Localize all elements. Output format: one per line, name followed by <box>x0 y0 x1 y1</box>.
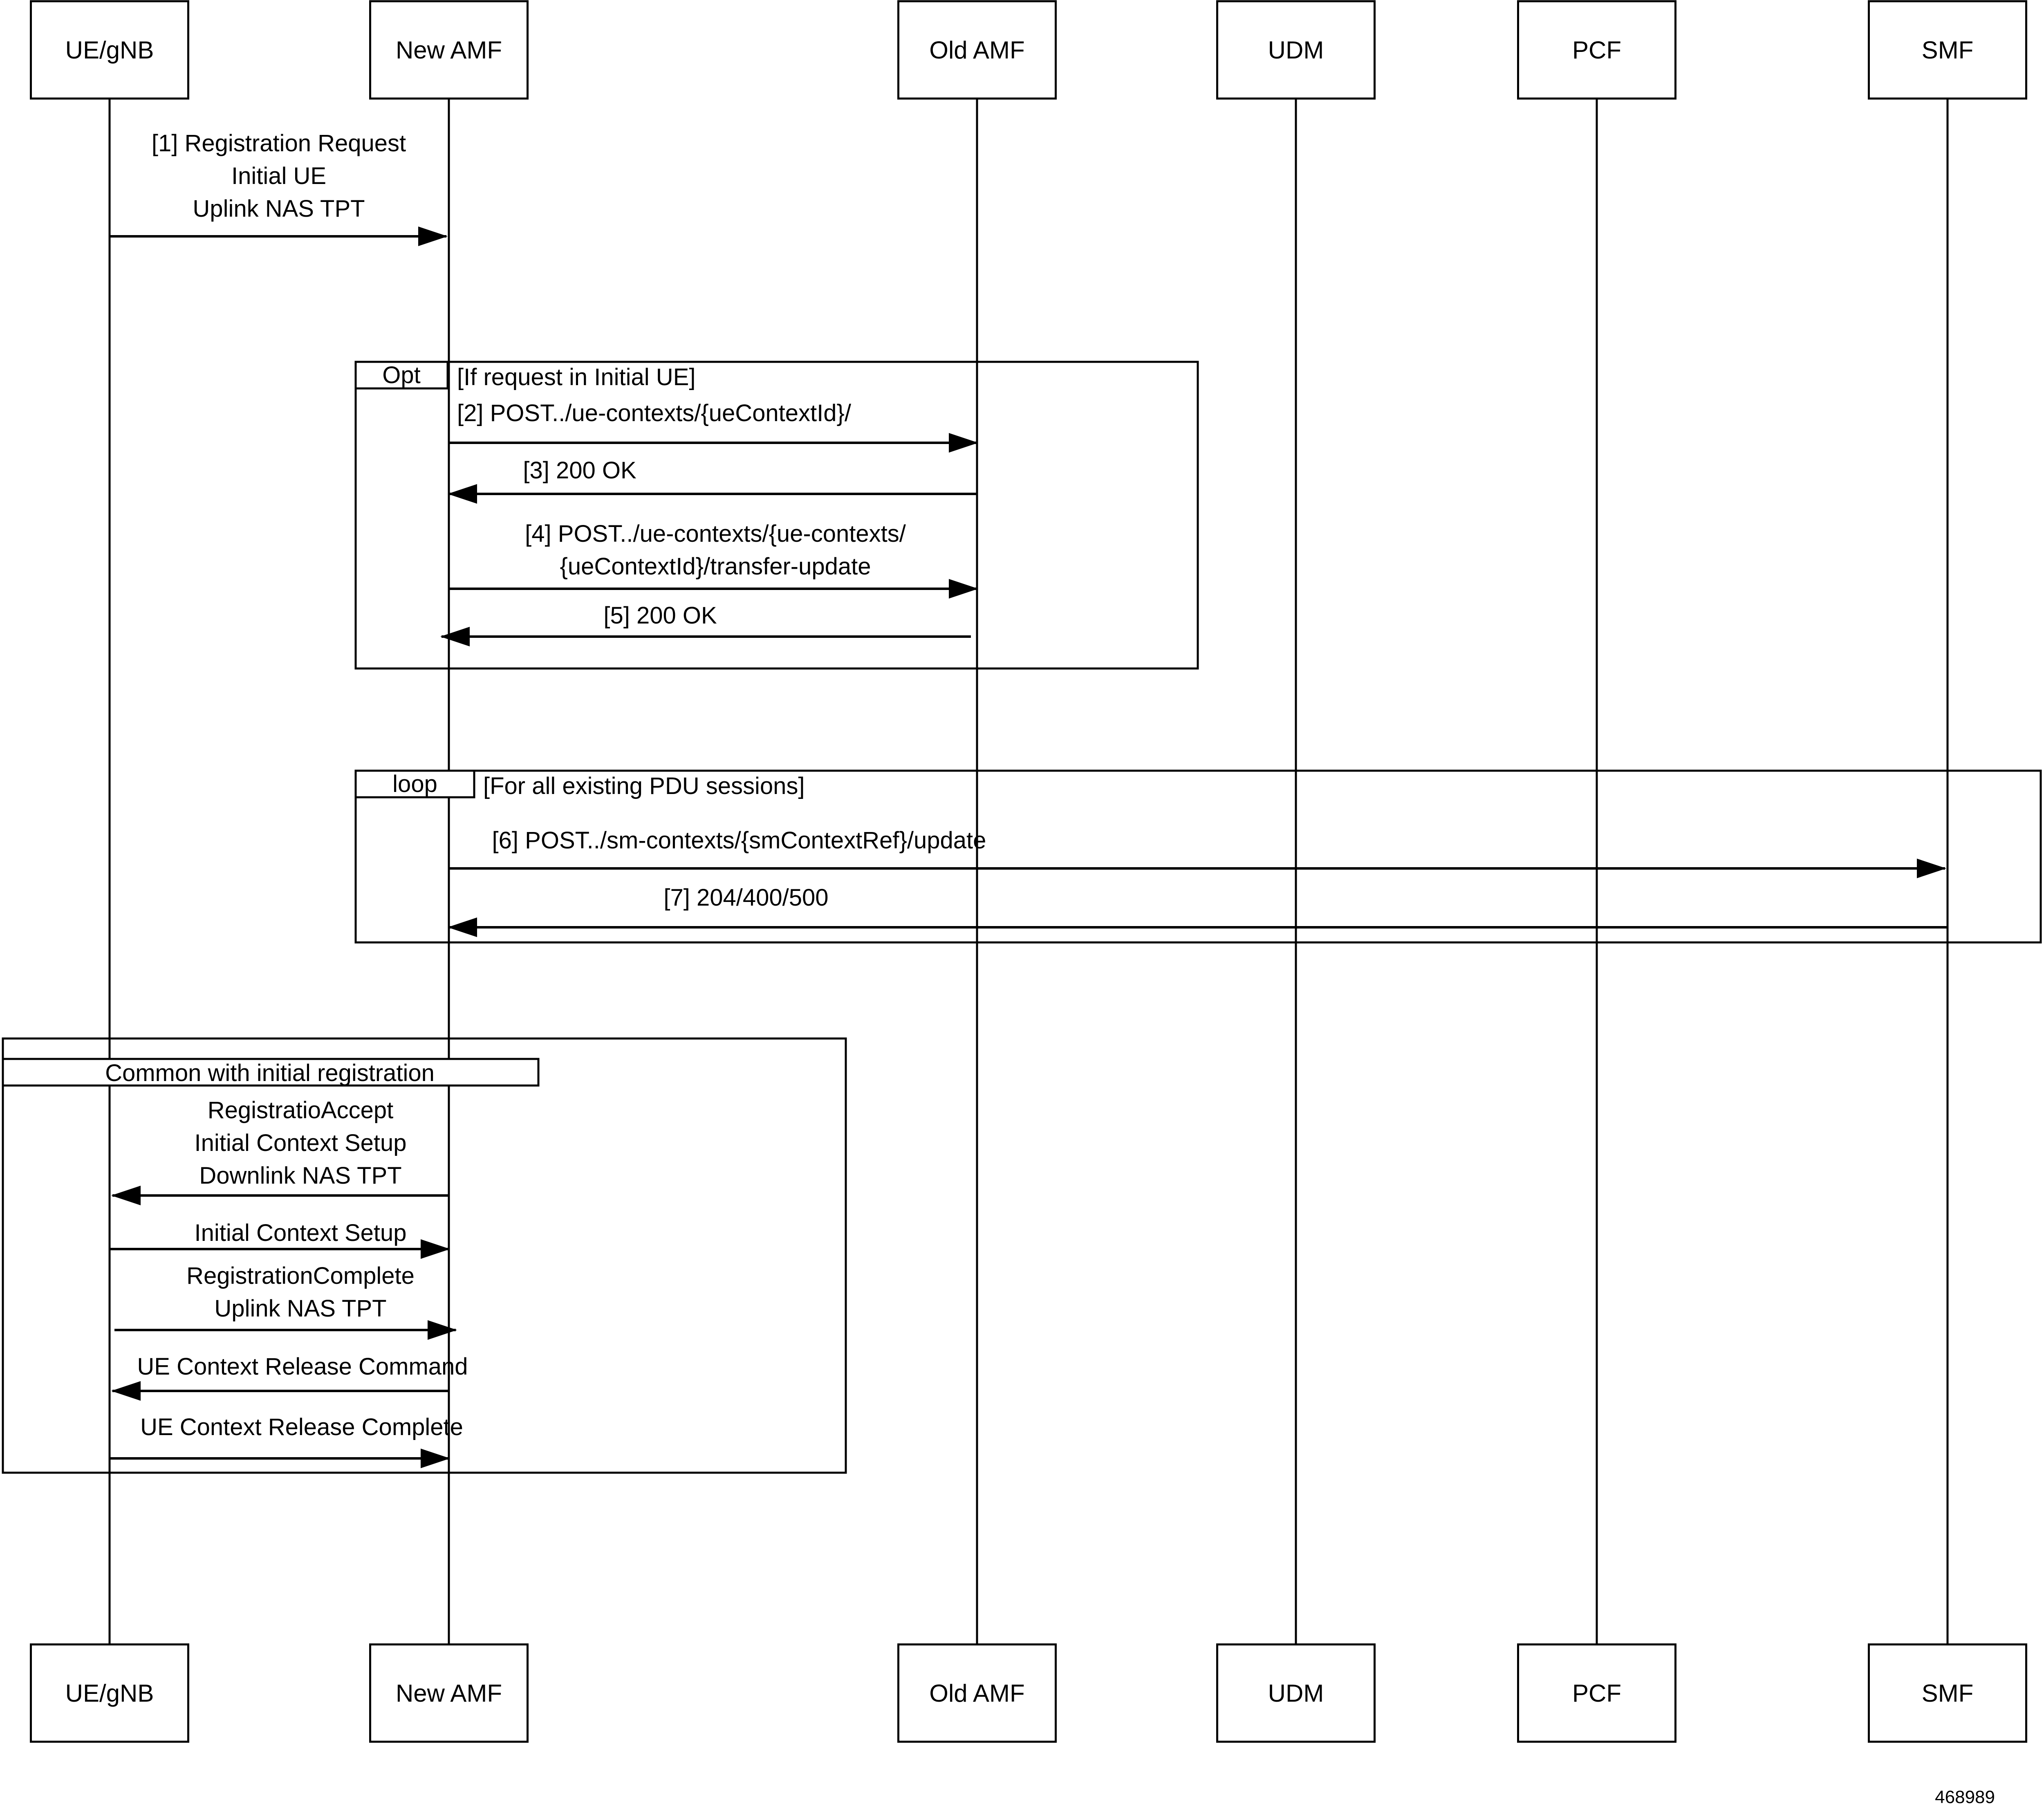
message-label: UE Context Release Command <box>137 1353 468 1380</box>
message-label: Uplink NAS TPT <box>214 1295 386 1322</box>
fragment-loop-guard: [For all existing PDU sessions] <box>483 773 805 799</box>
message-label: [3] 200 OK <box>523 457 637 484</box>
message-label: [6] POST../sm-contexts/{smContextRef}/up… <box>492 827 986 854</box>
participant-label: UE/gNB <box>65 36 154 64</box>
participant-label: PCF <box>1572 1680 1621 1707</box>
participant-box <box>1868 0 2027 100</box>
participant-label: UDM <box>1268 36 1324 64</box>
fragment-opt-border <box>354 361 1199 670</box>
fragment-opt: Opt [If request in Initial UE] <box>354 361 1199 670</box>
participant-udm-bottom: UDM <box>1216 1643 1376 1743</box>
message-label: Uplink NAS TPT <box>193 195 365 222</box>
message-label: [5] 200 OK <box>603 602 717 629</box>
message-m2: [2] POST../ue-contexts/{ueContextId}/ <box>449 400 978 453</box>
participant-heads: UE/gNB UE/gNB New AMF New AMF Old AMF Old AMF… <box>30 0 2027 1743</box>
participant-label: PCF <box>1572 36 1621 64</box>
message-label: UE Context Release Complete <box>140 1414 463 1440</box>
fragment-loop-border <box>354 769 2042 944</box>
message-m6: [6] POST../sm-contexts/{smContextRef}/up… <box>449 827 1946 878</box>
participant-smf-top: SMF <box>1868 0 2027 100</box>
participant-oldamf-bottom: Old AMF <box>897 1643 1057 1743</box>
participant-label: SMF <box>1922 36 1974 64</box>
participant-box <box>369 1643 529 1743</box>
message-label: [1] Registration Request <box>152 130 406 157</box>
message-label: [7] 204/400/500 <box>663 884 828 911</box>
message-label: Initial Context Setup <box>194 1220 406 1246</box>
participant-box <box>30 1643 189 1743</box>
fragment-opt-operator: Opt <box>382 362 421 388</box>
participant-smf-bottom: SMF <box>1868 1643 2027 1743</box>
participant-label: UE/gNB <box>65 1680 154 1707</box>
message-label: RegistratioAccept <box>208 1097 394 1124</box>
participant-newamf-bottom: New AMF <box>369 1643 529 1743</box>
message-label: Initial Context Setup <box>194 1130 406 1156</box>
participant-newamf-top: New AMF <box>369 0 529 100</box>
message-m12: UE Context Release Complete <box>110 1414 463 1468</box>
message-m9: Initial Context Setup <box>110 1220 450 1259</box>
participant-box <box>1517 0 1676 100</box>
message-m5: [5] 200 OK <box>440 602 971 646</box>
fragment-opt-guard: [If request in Initial UE] <box>457 364 695 390</box>
participant-box <box>1868 1643 2027 1743</box>
message-label: Downlink NAS TPT <box>199 1162 401 1189</box>
message-m11: UE Context Release Command <box>111 1353 468 1401</box>
participant-label: New AMF <box>396 36 502 64</box>
participant-label: UDM <box>1268 1680 1324 1707</box>
figure-id: 468989 <box>1935 1787 1995 1807</box>
fragments: Opt [If request in Initial UE] loop [For al… <box>2 361 2042 1474</box>
participant-box <box>369 0 529 100</box>
participant-ue-bottom: UE/gNB <box>30 1643 189 1743</box>
participant-label: Old AMF <box>929 1680 1024 1707</box>
participant-pcf-top: PCF <box>1517 0 1676 100</box>
participant-ue-top: UE/gNB <box>30 0 189 100</box>
fragment-common-border <box>2 1037 847 1474</box>
participant-box <box>897 0 1057 100</box>
message-label: RegistrationComplete <box>186 1263 415 1289</box>
message-label: {ueContextId}/transfer-update <box>560 553 871 580</box>
message-m4: [4] POST../ue-contexts/{ue-contexts/ {ueC… <box>449 520 978 599</box>
message-m3: [3] 200 OK <box>448 457 977 504</box>
participant-label: New AMF <box>396 1680 502 1707</box>
fragment-loop: loop [For all existing PDU sessions] <box>354 769 2042 944</box>
fragment-loop-operator: loop <box>392 771 437 797</box>
message-label: Initial UE <box>231 163 326 189</box>
fragment-common: Common with initial registration <box>2 1037 847 1474</box>
participant-box <box>1216 0 1376 100</box>
fragment-opt-tab <box>354 361 449 390</box>
fragment-common-tab <box>2 1058 540 1087</box>
participant-box <box>1216 1643 1376 1743</box>
participant-label: SMF <box>1922 1680 1974 1707</box>
fragment-common-title: Common with initial registration <box>105 1060 435 1086</box>
participant-label: Old AMF <box>929 36 1024 64</box>
participant-udm-top: UDM <box>1216 0 1376 100</box>
message-m7: [7] 204/400/500 <box>448 884 1948 937</box>
participant-box <box>1517 1643 1676 1743</box>
lifelines <box>108 99 1949 1644</box>
message-label: [2] POST../ue-contexts/{ueContextId}/ <box>457 400 852 426</box>
fragment-loop-tab <box>354 769 475 798</box>
participant-box <box>897 1643 1057 1743</box>
participant-oldamf-top: Old AMF <box>897 0 1057 100</box>
message-label: [4] POST../ue-contexts/{ue-contexts/ <box>525 520 906 547</box>
participant-box <box>30 0 189 100</box>
participant-pcf-bottom: PCF <box>1517 1643 1676 1743</box>
